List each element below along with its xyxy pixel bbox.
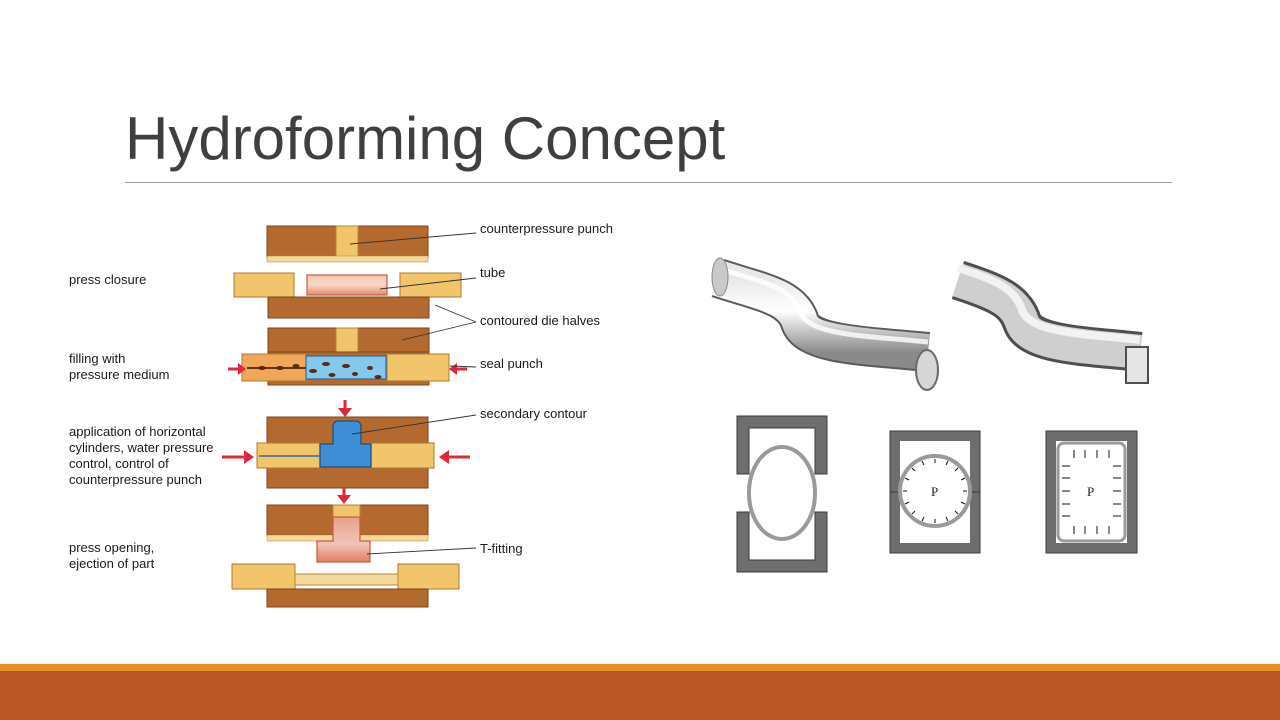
round-tube-render xyxy=(711,257,939,391)
square-tube-render xyxy=(951,260,1149,384)
lower-die-half xyxy=(736,511,828,573)
callout-leaders xyxy=(349,232,477,555)
slide-title: Hydroforming Concept xyxy=(125,105,726,172)
pressure-symbol: P xyxy=(1087,484,1094,499)
cross-section-formed-square: P xyxy=(1045,430,1138,554)
callout-seal-punch: seal punch xyxy=(480,356,543,371)
square-tube-opening xyxy=(1125,346,1149,384)
pressure-symbol: P xyxy=(931,484,938,499)
pressurized-tube-section xyxy=(898,454,972,528)
seal-punch-right xyxy=(386,353,450,382)
stage-ejection xyxy=(231,504,460,608)
counterpressure-punch xyxy=(335,225,359,259)
seal-punch-left xyxy=(233,272,295,298)
seal-punch-right xyxy=(399,272,462,298)
footer-accent-stripe xyxy=(0,664,1280,671)
seal-punch-left xyxy=(231,563,296,590)
die-parting-line xyxy=(266,255,429,263)
round-tube-section xyxy=(747,445,817,541)
counterpressure-punch xyxy=(332,504,361,518)
process-diagram: press closure filling with pressure medi… xyxy=(69,221,613,608)
title-divider xyxy=(125,182,1172,183)
tube xyxy=(306,274,388,296)
callout-tube: tube xyxy=(480,265,505,280)
lower-die xyxy=(267,296,430,319)
transition-arrow-head xyxy=(338,408,352,417)
water-droplets xyxy=(258,362,382,379)
counterpressure-punch xyxy=(335,327,359,353)
callout-contoured-die-halves: contoured die halves xyxy=(480,313,600,328)
callout-counterpressure-punch: counterpressure punch xyxy=(480,221,613,236)
stage-press-closure xyxy=(233,225,462,319)
stage-filling xyxy=(228,327,467,386)
hydroformed-tube-renders xyxy=(711,257,1149,391)
step-label-press-closure: press closure xyxy=(69,272,146,287)
step-label-ejection: press opening, ejection of part xyxy=(69,540,158,571)
upper-die-half xyxy=(736,415,828,475)
press-arrow-left-head xyxy=(244,450,254,464)
step-label-application: application of horizontal cylinders, wat… xyxy=(69,424,217,487)
square-pressure-arrows xyxy=(1062,450,1121,534)
step-label-filling: filling with pressure medium xyxy=(69,351,169,382)
cross-section-open-die xyxy=(736,415,828,573)
round-tube-opening xyxy=(915,349,939,391)
seal-punch-right xyxy=(369,442,435,469)
stage-forming xyxy=(222,416,470,489)
transition-arrow-head xyxy=(337,495,351,504)
seal-punch-right xyxy=(397,563,460,590)
ejector-bar xyxy=(294,573,399,586)
press-arrow-right-head xyxy=(449,363,457,375)
press-arrow-right-head xyxy=(439,450,449,464)
t-fitting xyxy=(316,516,371,563)
cross-section-diagrams: P P xyxy=(736,415,1138,573)
footer-band xyxy=(0,671,1280,720)
cross-section-pressurized-round: P xyxy=(889,430,981,554)
press-arrow-left-head xyxy=(238,363,246,375)
lower-die xyxy=(266,588,429,608)
callout-t-fitting: T-fitting xyxy=(480,541,523,556)
formed-square-section xyxy=(1056,441,1127,543)
callout-secondary-contour: secondary contour xyxy=(480,406,588,421)
radial-pressure-arrows xyxy=(903,459,967,523)
